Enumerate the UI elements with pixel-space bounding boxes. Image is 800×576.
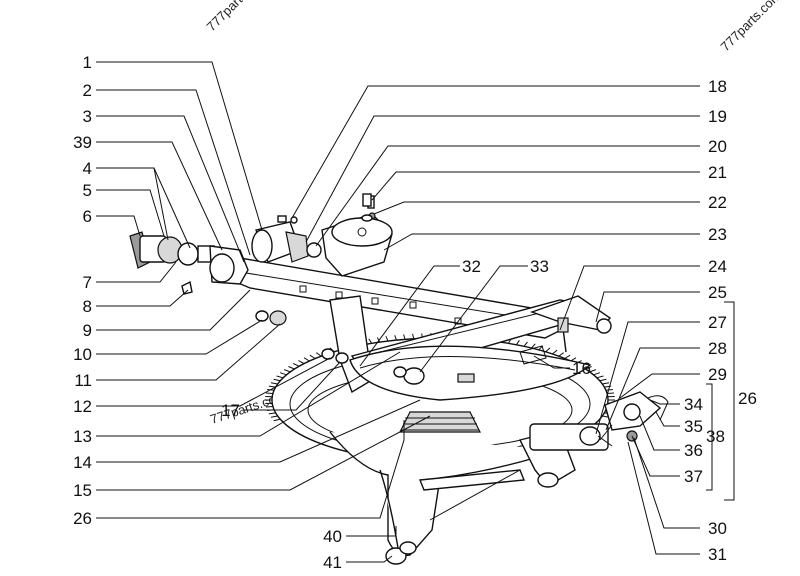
callout-14: 14 xyxy=(73,453,92,472)
callout-35: 35 xyxy=(684,417,703,436)
callout-3: 3 xyxy=(83,107,92,126)
gear-tooth xyxy=(279,372,287,376)
gear-tooth xyxy=(273,418,281,422)
callout-1: 1 xyxy=(83,53,92,72)
callout-16: 16 xyxy=(572,359,591,378)
callout-2: 2 xyxy=(83,81,92,100)
callout-30: 30 xyxy=(708,519,727,538)
callout-26-right: 26 xyxy=(738,389,757,408)
gear-tooth xyxy=(523,341,528,347)
callout-8: 8 xyxy=(83,297,92,316)
gear-tooth xyxy=(596,375,604,379)
gear-tooth xyxy=(309,354,316,359)
gear-tooth xyxy=(545,347,551,353)
gear-tooth xyxy=(599,378,607,382)
callout-21: 21 xyxy=(708,163,727,182)
gear-tooth xyxy=(268,412,276,415)
callout-22: 22 xyxy=(708,193,727,212)
callout-4: 4 xyxy=(83,159,92,178)
gear-tooth xyxy=(292,363,300,367)
gear-tooth xyxy=(552,349,558,355)
gear-tooth xyxy=(276,375,284,379)
gear-tooth xyxy=(394,335,397,341)
gear-tooth xyxy=(604,385,612,388)
gear-tooth xyxy=(298,360,305,365)
callout-31: 31 xyxy=(708,545,727,564)
gear-tooth xyxy=(316,352,322,357)
callout-11: 11 xyxy=(74,371,92,390)
watermark-top-right: 777parts.com xyxy=(718,0,784,54)
callout-19: 19 xyxy=(708,107,727,126)
callout-labels: 1 2 3 39 4 5 6 7 8 9 10 11 12 17 13 14 1… xyxy=(73,53,757,572)
callout-40: 40 xyxy=(323,527,342,546)
callout-13: 13 xyxy=(73,427,92,446)
gear-tooth xyxy=(303,357,310,362)
callout-29: 29 xyxy=(708,365,727,384)
gear-tooth xyxy=(412,333,415,339)
callout-38: 38 xyxy=(706,427,725,446)
gear-tooth xyxy=(265,406,273,408)
callout-20: 20 xyxy=(708,137,727,156)
gear-tooth xyxy=(558,352,564,357)
gear-tooth xyxy=(593,372,601,376)
gear-tooth xyxy=(265,392,273,394)
gear-tooth xyxy=(273,378,281,382)
main-frame xyxy=(210,257,592,401)
callout-41: 41 xyxy=(323,553,342,572)
callout-36: 36 xyxy=(684,441,703,460)
gear-tooth xyxy=(376,337,381,343)
callout-6: 6 xyxy=(83,207,92,226)
gear-tooth xyxy=(589,369,597,373)
callout-27: 27 xyxy=(708,313,727,332)
gear-tooth xyxy=(602,382,610,385)
gear-tooth xyxy=(515,340,520,346)
gear-tooth xyxy=(268,385,276,388)
callout-17: 17 xyxy=(221,401,240,420)
gear-tooth xyxy=(270,382,278,385)
gear-tooth xyxy=(283,369,291,373)
callout-28: 28 xyxy=(708,339,727,358)
gear-tooth xyxy=(270,415,278,418)
gear-tooth xyxy=(605,389,613,391)
callout-10: 10 xyxy=(73,345,92,364)
callout-33: 33 xyxy=(530,257,549,276)
callout-25: 25 xyxy=(708,283,727,302)
callout-39: 39 xyxy=(73,133,92,152)
gear-tooth xyxy=(607,392,615,394)
callout-24: 24 xyxy=(708,257,727,276)
gear-tooth xyxy=(531,343,536,349)
leader-lines xyxy=(96,61,735,563)
gear-tooth xyxy=(403,334,406,340)
callout-23: 23 xyxy=(708,225,727,244)
callout-9: 9 xyxy=(83,321,92,340)
callout-18: 18 xyxy=(708,77,727,96)
callout-37: 37 xyxy=(684,467,703,486)
callout-7: 7 xyxy=(83,273,92,292)
callout-34: 34 xyxy=(684,395,703,414)
callout-26-left: 26 xyxy=(73,509,92,528)
left-shaft-assembly xyxy=(129,193,547,385)
gear-tooth xyxy=(385,336,389,342)
callout-5: 5 xyxy=(83,181,92,200)
callout-12: 12 xyxy=(73,397,92,416)
gear-tooth xyxy=(368,338,373,344)
gear-tooth xyxy=(288,366,295,370)
gear-teeth-segment xyxy=(399,411,481,433)
callout-32: 32 xyxy=(462,257,481,276)
callout-15: 15 xyxy=(73,481,92,500)
gear-tooth xyxy=(564,354,571,359)
watermark-top: 777parts.com xyxy=(204,0,270,34)
